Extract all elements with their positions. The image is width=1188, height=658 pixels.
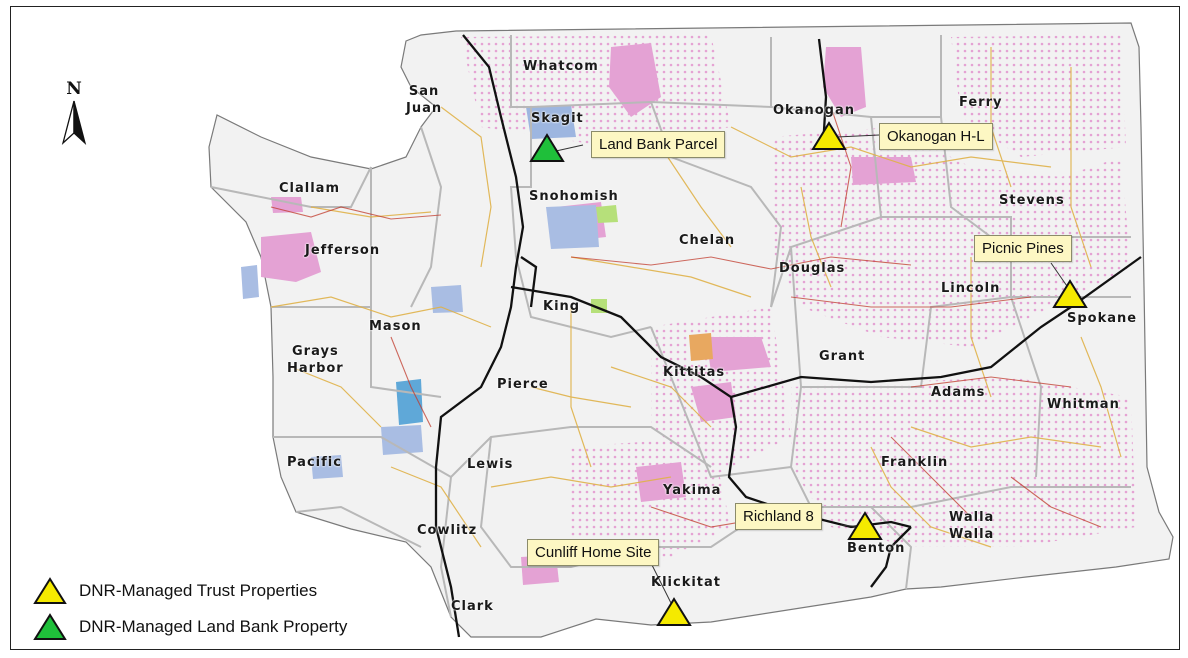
county-label-kittitas: Kittitas <box>663 365 726 380</box>
county-label-walla-walla: Walla Walla <box>949 510 995 542</box>
land-bank-marker[interactable] <box>529 133 565 163</box>
trust-property-icon <box>33 577 67 604</box>
county-label-pierce: Pierce <box>497 377 549 392</box>
county-boundaries <box>210 35 1131 618</box>
county-label-mason: Mason <box>369 319 422 334</box>
north-arrow-icon <box>61 100 87 145</box>
legend-item-land-bank: DNR-Managed Land Bank Property <box>33 609 347 645</box>
county-label-okanogan: Okanogan <box>773 103 855 118</box>
legend-label-trust: DNR-Managed Trust Properties <box>79 581 318 600</box>
county-label-clallam: Clallam <box>279 181 340 196</box>
legend-label-land-bank: DNR-Managed Land Bank Property <box>79 617 348 636</box>
interstate-highways <box>434 34 1142 638</box>
county-label-grant: Grant <box>819 349 866 364</box>
county-label-lincoln: Lincoln <box>941 281 1001 296</box>
county-label-benton: Benton <box>847 541 906 556</box>
callout-land-bank-parcel: Land Bank Parcel <box>591 131 726 158</box>
picnic-pines-marker[interactable] <box>1052 279 1088 309</box>
washington-map <box>208 22 1174 638</box>
county-label-whitman: Whitman <box>1047 397 1120 412</box>
county-label-snohomish: Snohomish <box>529 189 619 204</box>
land-bank-property-icon <box>33 613 67 640</box>
richland-8-marker[interactable] <box>847 511 883 541</box>
county-label-clark: Clark <box>451 599 494 614</box>
county-label-ferry: Ferry <box>959 95 1003 110</box>
callout-picnic-pines: Picnic Pines <box>974 235 1072 262</box>
callout-cunliff-home-site: Cunliff Home Site <box>527 539 660 566</box>
county-label-grays-harbor: Grays Harbor <box>287 344 344 376</box>
county-label-san-juan: San Juan <box>406 84 443 116</box>
cunliff-home-site-marker[interactable] <box>656 597 692 627</box>
county-label-whatcom: Whatcom <box>523 59 599 74</box>
county-label-yakima: Yakima <box>663 483 722 498</box>
north-arrow-label: N <box>66 79 82 99</box>
legend: DNR-Managed Trust Properties DNR-Managed… <box>33 573 347 645</box>
map-frame: Whatcom San Juan Skagit Okanogan Ferry C… <box>10 6 1180 650</box>
county-label-cowlitz: Cowlitz <box>417 523 478 538</box>
county-label-spokane: Spokane <box>1067 311 1138 326</box>
callout-richland-8: Richland 8 <box>735 503 822 530</box>
county-label-lewis: Lewis <box>467 457 514 472</box>
county-label-franklin: Franklin <box>881 455 949 470</box>
county-label-stevens: Stevens <box>999 193 1065 208</box>
county-label-klickitat: Klickitat <box>651 575 721 590</box>
county-label-skagit: Skagit <box>531 111 584 126</box>
callout-okanogan-hl: Okanogan H-L <box>879 123 993 150</box>
county-label-jefferson: Jefferson <box>305 243 381 258</box>
okanogan-hl-marker[interactable] <box>811 121 847 151</box>
north-arrow: N <box>59 79 89 150</box>
county-label-douglas: Douglas <box>779 261 846 276</box>
county-label-chelan: Chelan <box>679 233 736 248</box>
legend-item-trust: DNR-Managed Trust Properties <box>33 573 347 609</box>
county-label-adams: Adams <box>931 385 986 400</box>
land-bank-features <box>241 105 713 479</box>
red-roads <box>270 106 1102 528</box>
county-label-king: King <box>543 299 581 314</box>
county-label-pacific: Pacific <box>287 455 342 470</box>
